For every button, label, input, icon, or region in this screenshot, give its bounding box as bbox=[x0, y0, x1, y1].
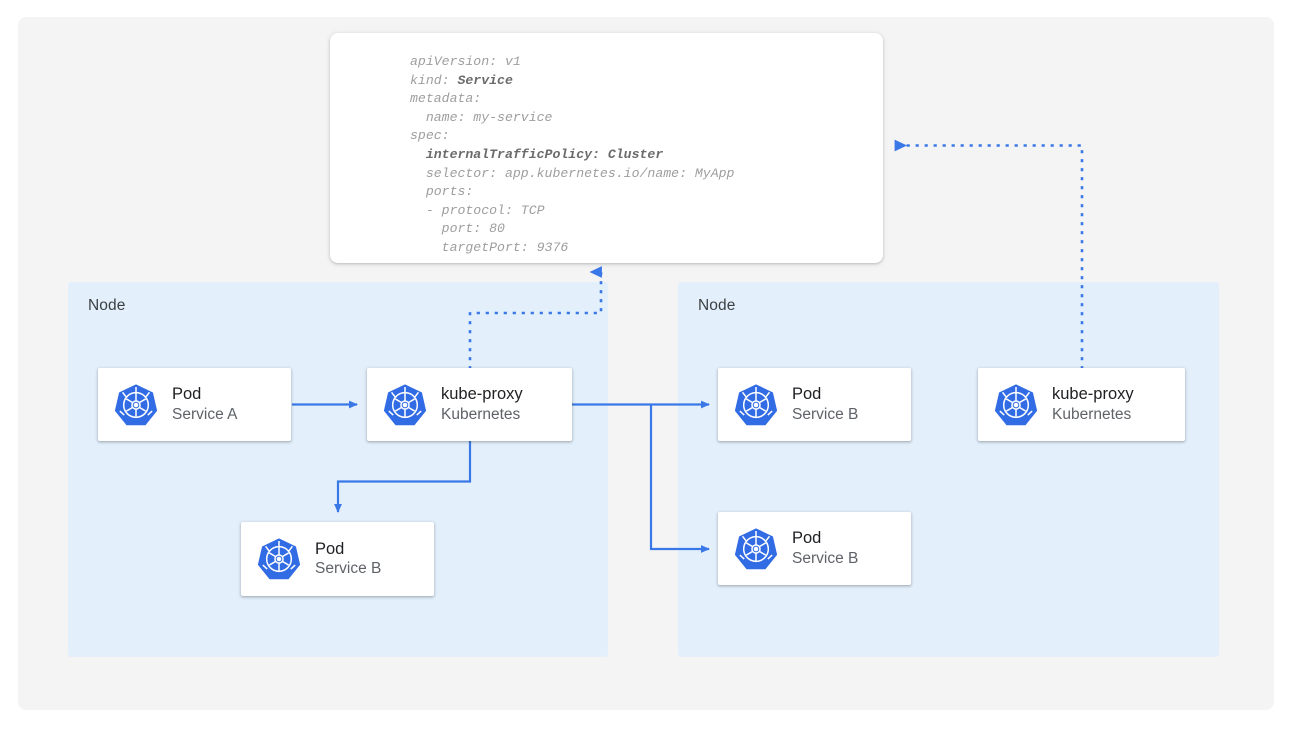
service-manifest-code: apiVersion: v1 kind: Service metadata: n… bbox=[410, 54, 735, 255]
card-text: Pod Service B bbox=[792, 384, 858, 424]
node-group-right: Node bbox=[678, 282, 1219, 657]
kubernetes-logo-icon bbox=[114, 383, 158, 425]
kubernetes-logo-icon bbox=[734, 527, 778, 569]
card-text: Pod Service B bbox=[792, 528, 858, 568]
card-text: kube-proxy Kubernetes bbox=[441, 384, 523, 424]
kubernetes-logo-icon bbox=[383, 383, 427, 425]
card-pod-service-b-local[interactable]: Pod Service B bbox=[241, 522, 434, 596]
kubernetes-logo-icon bbox=[734, 383, 778, 425]
card-title: Pod bbox=[172, 385, 202, 404]
card-text: Pod Service B bbox=[315, 539, 381, 579]
node-left-label: Node bbox=[88, 297, 126, 314]
kubernetes-logo-icon bbox=[994, 383, 1038, 425]
service-manifest-panel: apiVersion: v1 kind: Service metadata: n… bbox=[330, 33, 883, 263]
card-title: kube-proxy bbox=[1052, 385, 1134, 404]
node-group-left: Node bbox=[68, 282, 608, 657]
card-title: Pod bbox=[792, 385, 822, 404]
card-subtitle: Service A bbox=[172, 405, 238, 423]
card-title: Pod bbox=[792, 529, 822, 548]
card-pod-service-b-remote-2[interactable]: Pod Service B bbox=[718, 512, 911, 585]
card-subtitle: Service B bbox=[792, 549, 859, 567]
card-text: kube-proxy Kubernetes bbox=[1052, 384, 1134, 424]
card-subtitle: Kubernetes bbox=[441, 405, 521, 423]
card-subtitle: Service B bbox=[792, 405, 859, 423]
card-title: kube-proxy bbox=[441, 385, 523, 404]
card-kube-proxy-right[interactable]: kube-proxy Kubernetes bbox=[978, 368, 1185, 441]
card-kube-proxy-left[interactable]: kube-proxy Kubernetes bbox=[367, 368, 572, 441]
kubernetes-logo-icon bbox=[257, 538, 301, 580]
card-pod-service-b-remote-1[interactable]: Pod Service B bbox=[718, 368, 911, 441]
card-pod-service-a[interactable]: Pod Service A bbox=[98, 368, 291, 441]
card-subtitle: Service B bbox=[315, 560, 382, 578]
card-text: Pod Service A bbox=[172, 384, 237, 424]
card-title: Pod bbox=[315, 539, 345, 558]
card-subtitle: Kubernetes bbox=[1052, 405, 1132, 423]
node-right-label: Node bbox=[698, 297, 736, 314]
